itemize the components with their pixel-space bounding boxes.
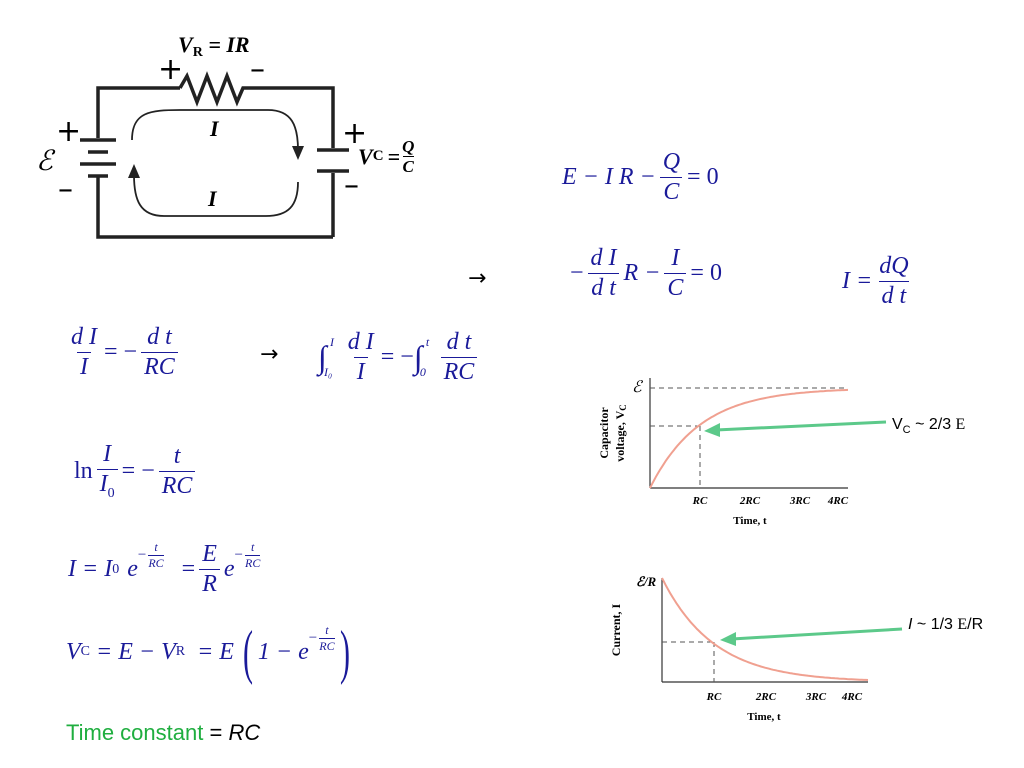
tick-label: 3RC (805, 691, 827, 703)
current-label-top: I (210, 116, 219, 141)
capacitor-minus: – (344, 168, 359, 203)
y-axis-label: Capacitor voltage, VC (597, 404, 628, 462)
svg-text:Capacitor: Capacitor (597, 407, 611, 459)
arrow-right-icon: → (260, 342, 279, 367)
svg-text:voltage, VC: voltage, VC (613, 404, 628, 462)
y-axis-label: Current, I (609, 603, 623, 656)
battery-minus: – (58, 172, 73, 207)
emf-symbol: ℰ (36, 146, 53, 177)
capacitor-plus: + (342, 116, 368, 151)
x-axis-label: Time, t (733, 515, 767, 527)
tick-label: 3RC (789, 495, 811, 507)
current-loop-bottom (133, 174, 299, 217)
current-note: I ~ 1/3 E/R (908, 616, 984, 633)
circuit-diagram (80, 71, 349, 239)
voltage-curve (649, 388, 849, 489)
voltage-plot: ℰ Capacitor voltage, VC RC 2RC 3RC 4RC T… (597, 378, 849, 527)
current-arrowhead-bottom (128, 164, 140, 178)
time-constant-label: Time constant (66, 720, 204, 745)
time-constant-line: Time constant = RC (66, 720, 261, 745)
tick-label: 2RC (755, 691, 777, 703)
resistor (178, 71, 248, 107)
tick-label: 4RC (841, 691, 863, 703)
tick-label: 4RC (827, 495, 849, 507)
y-top-label: ℰ (632, 379, 644, 396)
y-top-label: ℰ/R (636, 574, 656, 589)
annotation-arrow-current (720, 627, 903, 646)
current-label-bottom: I (208, 186, 217, 211)
x-axis-label: Time, t (747, 711, 781, 723)
annotation-arrow-voltage (704, 420, 887, 437)
current-loop-top (131, 109, 299, 151)
current-arrowhead-top (292, 146, 304, 160)
tick-label: 2RC (739, 495, 761, 507)
voltage-note: VC ~ 2/3 E (892, 416, 966, 436)
arrow-right-icon: → (468, 266, 487, 291)
resistor-voltage-label: VR = IR (178, 32, 250, 60)
tick-label: RC (706, 691, 722, 703)
current-plot: ℰ/R Current, I RC 2RC 3RC 4RC Time, t (609, 574, 869, 723)
resistor-plus: + (158, 52, 184, 87)
tick-label: RC (692, 495, 708, 507)
battery-plus: + (56, 114, 82, 149)
resistor-minus: – (250, 52, 265, 87)
current-curve (661, 577, 869, 681)
